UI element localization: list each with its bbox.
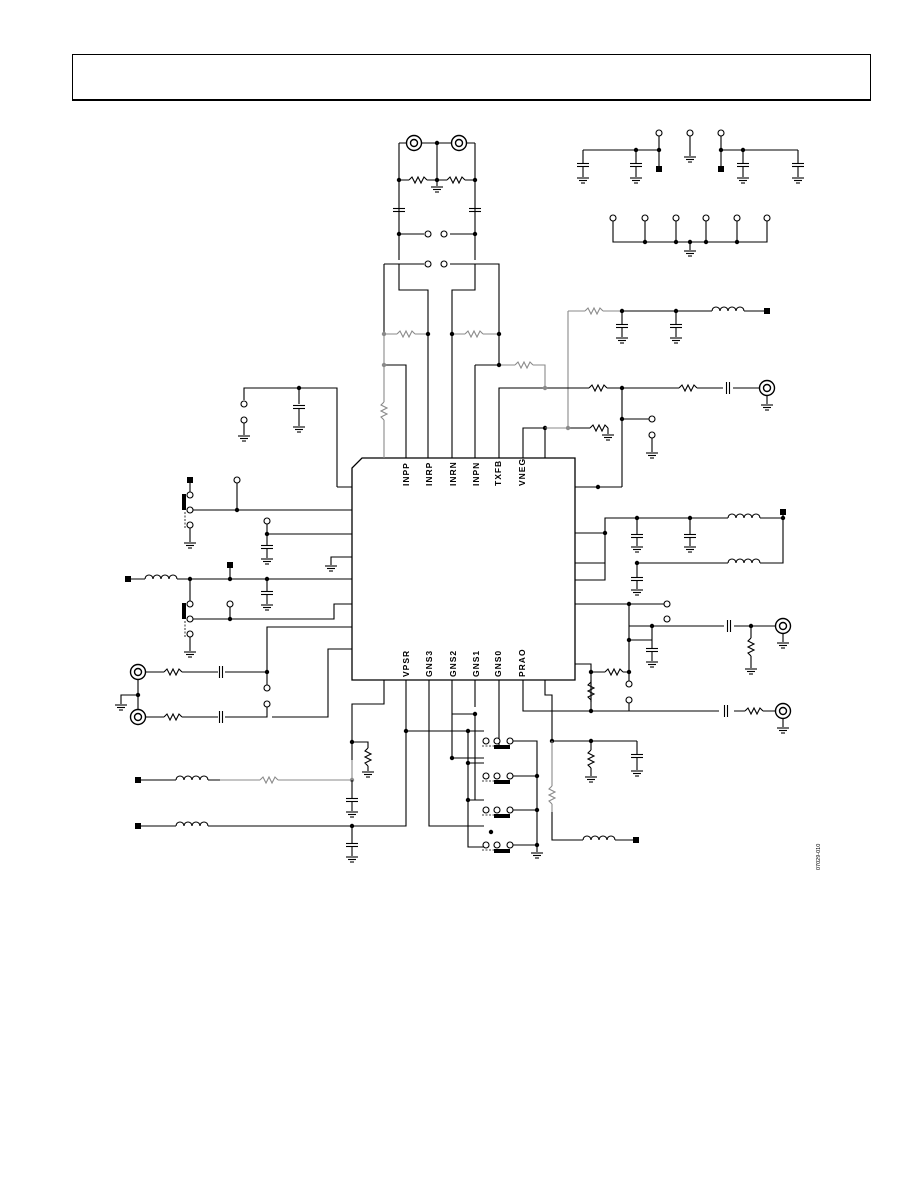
gain-jumper-gns0 [482,737,514,749]
pin-label-vpsr: VPSR [401,650,411,677]
sma-connector-output-b [774,702,792,720]
pin-label-inrn: INRN [448,461,458,486]
top-pin-labels: INPP INRP INRN INPN TXFB VNEG [401,458,527,486]
input-termination-resistor-a [408,176,428,184]
dnp-resistor-inn [464,330,484,338]
pin-label-gns1: GNS1 [471,650,481,677]
gain-jumper-gns3 [482,841,514,853]
pin-label-vneg: VNEG [517,458,527,486]
right-supply-output-network [522,509,792,734]
bottom-pin-labels: VPSR GNS3 GNS2 GNS1 GNS0 PRAO [401,648,527,677]
dnp-resistor-inpp-shunt [380,401,388,421]
vneg-supply-network [498,306,776,490]
gain-jumper-gns1 [482,772,514,784]
pin-label-prao: PRAO [517,648,527,677]
sma-connector-left-a [129,663,147,681]
sma-connector-txfb [758,379,776,397]
left-side-network [114,385,352,726]
gain-jumper-gns2 [482,806,514,818]
bottom-gain-select-network [135,680,644,863]
ic-package [351,457,576,681]
input-termination-resistor-b [446,176,466,184]
supply-decoupling-top-right [576,129,805,257]
sma-connector-output-a [774,617,792,635]
top-input-network [380,134,546,458]
pin-label-inpn: INPN [471,462,481,486]
sma-connector-left-b [129,708,147,726]
supply-inductor-b [727,558,761,564]
figure-id: 07029-010 [816,844,822,870]
supply-input-inductor [144,574,178,580]
dnp-resistor-inp [396,330,416,338]
sma-connector-inn [450,134,468,152]
pin-label-inpp: INPP [401,462,411,486]
pin-label-gns0: GNS0 [493,650,503,677]
supply-inductor-a [727,513,761,519]
sma-connector-inp [405,134,423,152]
vneg-ferrite-inductor [711,306,745,312]
pin-label-gns2: GNS2 [448,650,458,677]
pin-label-gns3: GNS3 [424,650,434,677]
page-header-box [72,54,871,101]
dnp-resistor-vneg-feed [584,307,604,315]
dnp-resistor-feedback [514,361,534,369]
pin-label-inrp: INRP [424,462,434,486]
pin-label-txfb: TXFB [493,460,503,486]
